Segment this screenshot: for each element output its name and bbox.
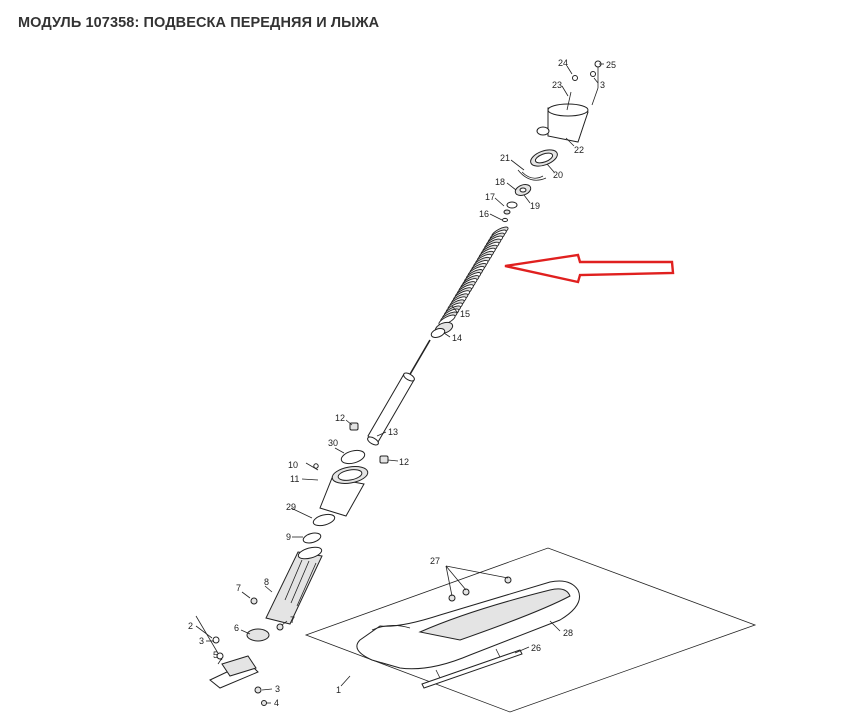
callout-24: 24: [558, 58, 568, 68]
callout-10: 10: [288, 460, 298, 470]
upper-cap-part: [536, 60, 602, 143]
callout-12-upper: 12: [335, 413, 345, 423]
callout-labels: 24 25 23 3 22 21 20 18 19 17 16 15 14 13…: [188, 58, 616, 708]
callout-25: 25: [606, 60, 616, 70]
bushing-part: [517, 149, 558, 181]
callout-13: 13: [388, 427, 398, 437]
leader-lines: [195, 63, 604, 704]
upper-tube-part: [305, 462, 369, 517]
callout-3-left: 3: [199, 636, 204, 646]
callout-18: 18: [495, 177, 505, 187]
spring-seat-part: [430, 321, 454, 338]
callout-22: 22: [574, 145, 584, 155]
callout-6: 6: [234, 623, 239, 633]
callout-7-left: 7: [236, 583, 241, 593]
callout-21: 21: [500, 153, 510, 163]
callout-30: 30: [328, 438, 338, 448]
callout-4: 4: [274, 698, 279, 708]
washer-stack-part: [502, 184, 532, 223]
callout-1: 1: [336, 685, 341, 695]
callout-28: 28: [563, 628, 573, 638]
callout-8: 8: [264, 577, 269, 587]
callout-2: 2: [188, 621, 193, 631]
callout-16: 16: [479, 209, 489, 219]
callout-26: 26: [531, 643, 541, 653]
ring-30-part: [340, 449, 366, 465]
callout-15: 15: [460, 309, 470, 319]
spring-part: [438, 226, 509, 326]
callout-17: 17: [485, 192, 495, 202]
shock-absorber-part: [367, 339, 431, 446]
callout-20: 20: [553, 170, 563, 180]
ski-part: [304, 547, 757, 713]
callout-11: 11: [290, 474, 299, 484]
callout-29: 29: [286, 502, 296, 512]
callout-12-lower: 12: [399, 457, 409, 467]
indicator-arrow: [504, 253, 675, 284]
lower-tube-part: [250, 546, 323, 631]
callout-14: 14: [452, 333, 462, 343]
ski-bracket-part: [195, 615, 270, 706]
callout-27: 27: [430, 556, 440, 566]
callout-3-bottom: 3: [275, 684, 280, 694]
callout-7-right: 7: [290, 615, 295, 625]
callout-9: 9: [286, 532, 291, 542]
callout-5: 5: [213, 650, 218, 660]
callout-23: 23: [552, 80, 562, 90]
page-title: МОДУЛЬ 107358: ПОДВЕСКА ПЕРЕДНЯЯ И ЛЫЖА: [18, 15, 380, 31]
callout-19: 19: [530, 201, 540, 211]
callout-3-top: 3: [600, 80, 605, 90]
seal-parts: [302, 513, 336, 544]
